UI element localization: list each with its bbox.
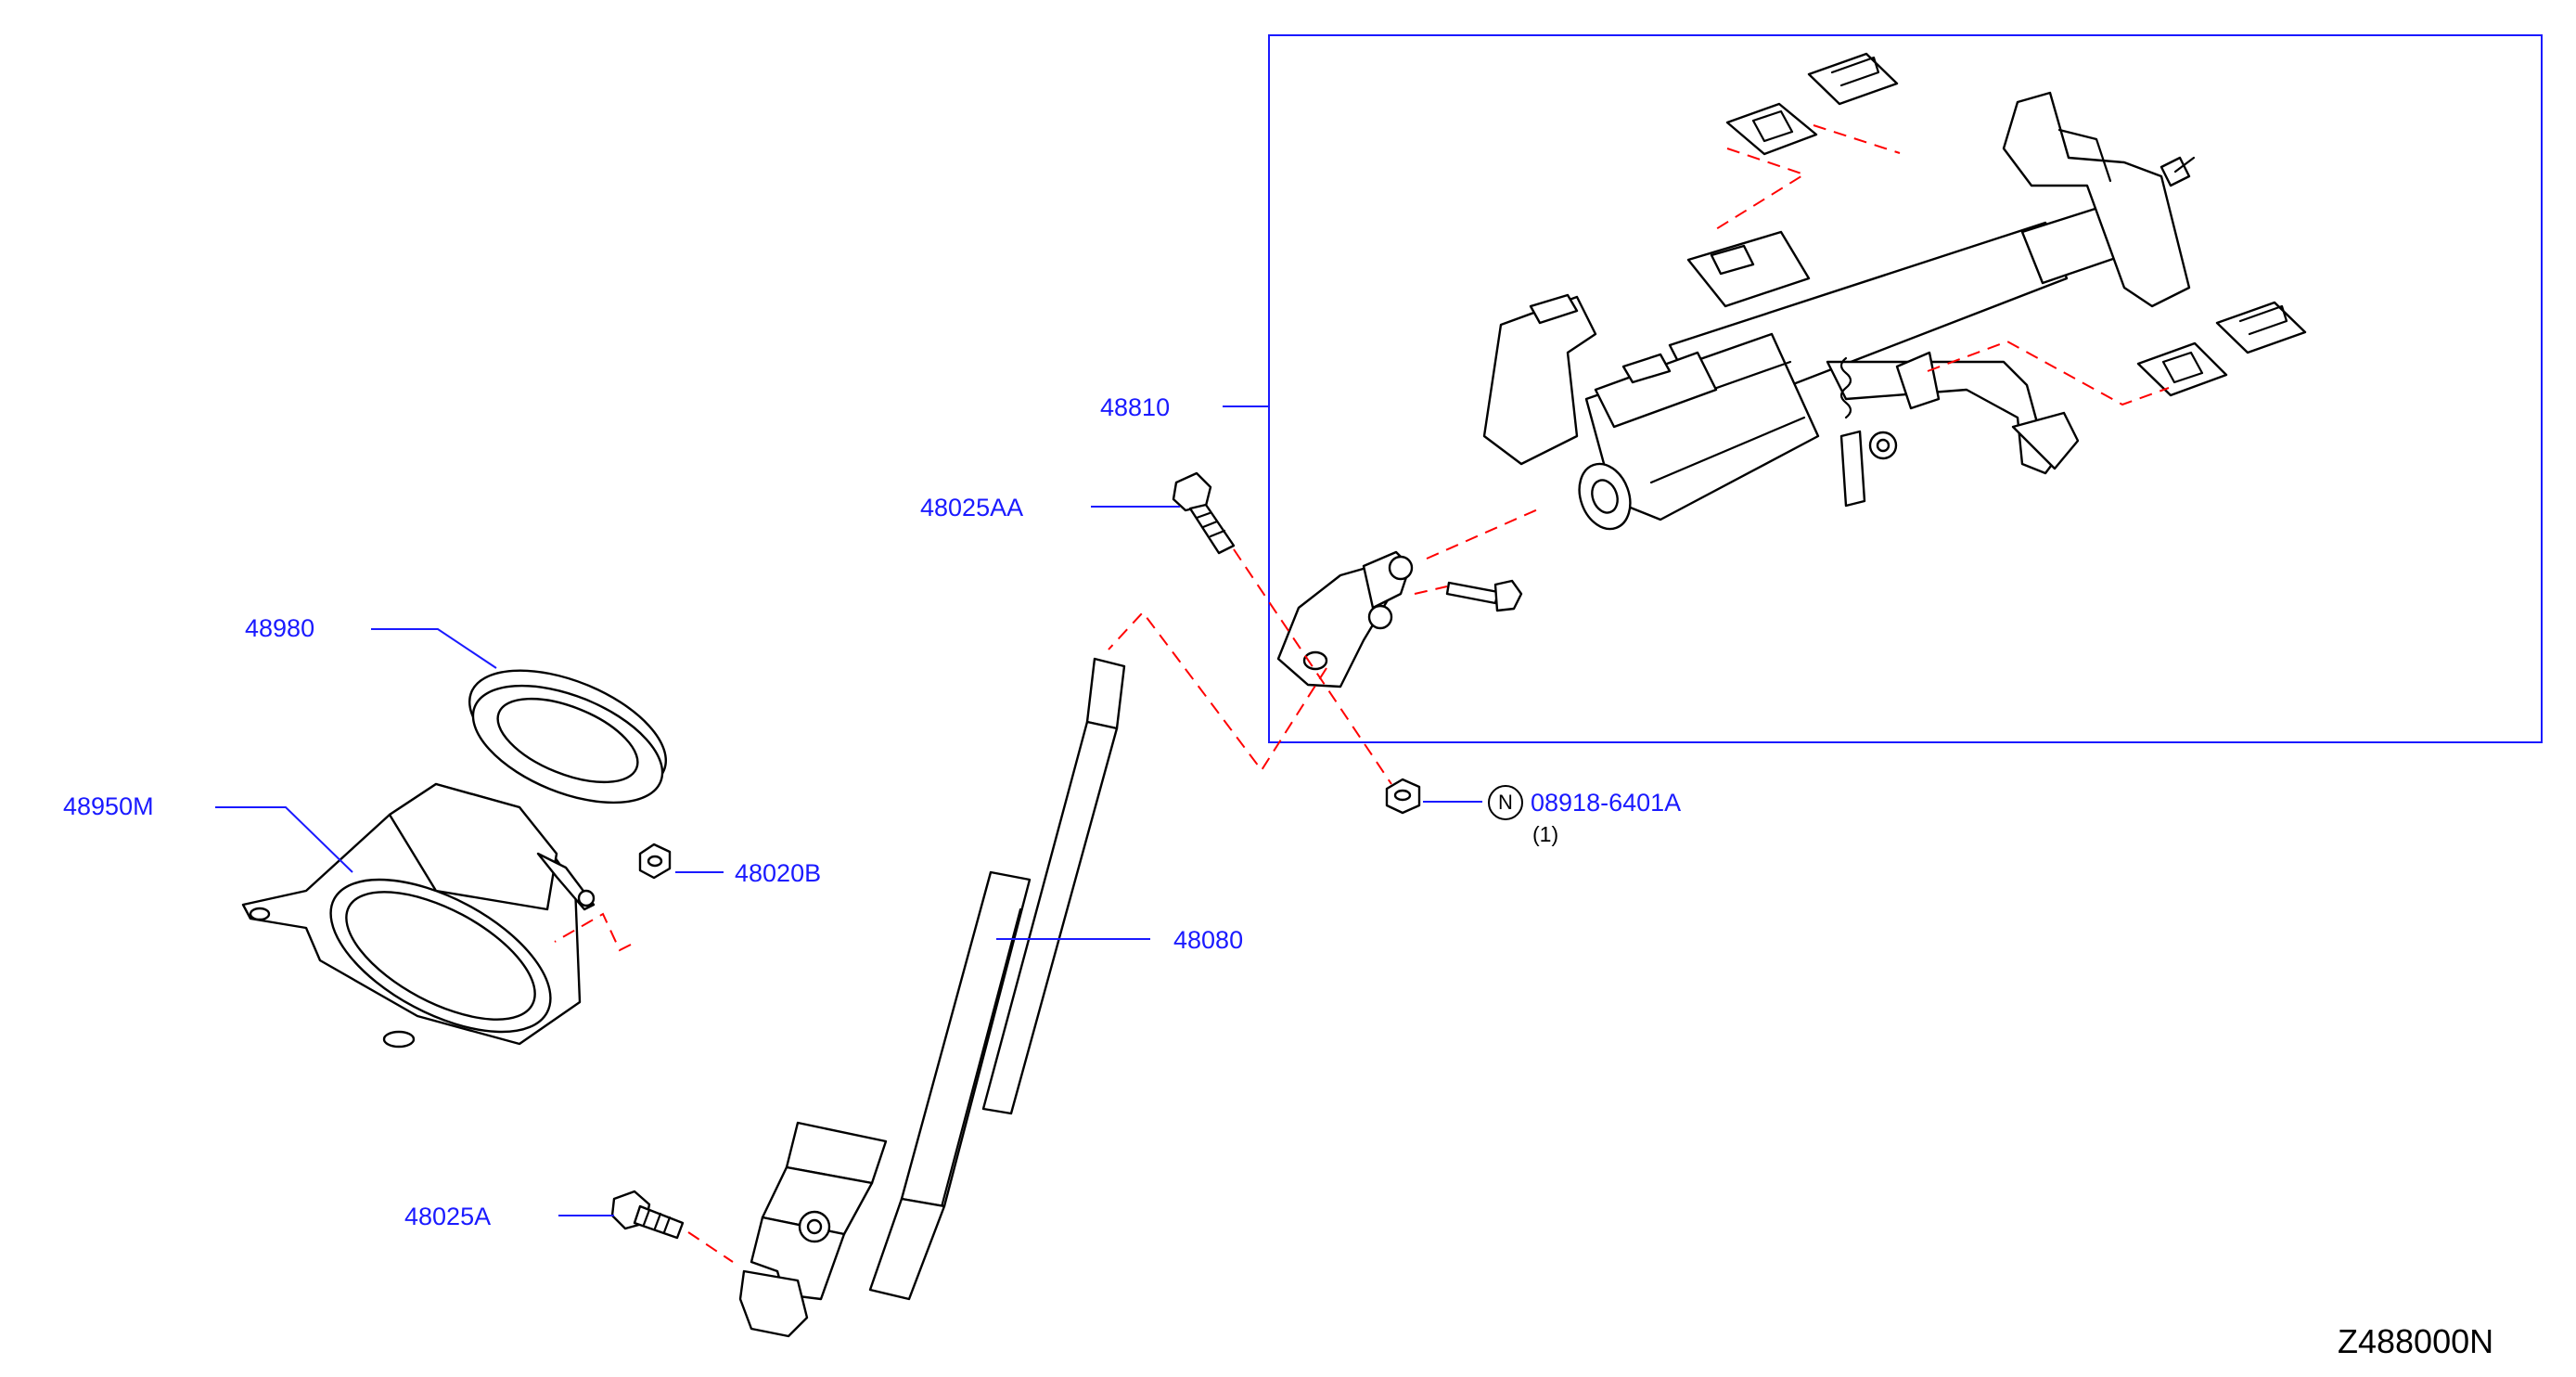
upper-universal-joint (1276, 550, 1414, 688)
callout-48025AA[interactable]: 48025AA (920, 494, 1024, 521)
callout-48080[interactable]: 48080 (1173, 926, 1244, 954)
callout-leaders (215, 405, 1482, 1216)
column-assembly-frame (1268, 34, 2543, 743)
boot-seal-ring (468, 669, 667, 804)
nut-48020B (638, 843, 672, 880)
callout-48950M[interactable]: 48950M (63, 792, 154, 820)
callout-48020B[interactable]: 48020B (735, 859, 822, 887)
quantity-label: (1) (1532, 822, 1559, 846)
upper-joint-bolt (1445, 579, 1523, 612)
assembly-dash-lines (554, 124, 2170, 1263)
bolt-48025AA (1172, 471, 1236, 555)
n-marker: N (1488, 785, 1523, 820)
callout-48025A[interactable]: 48025A (404, 1203, 492, 1230)
bolt-48025A (610, 1190, 685, 1240)
column-hole-cover (241, 782, 596, 1049)
steering-column-assembly (1482, 91, 2196, 531)
nut-08918-6401A (1385, 778, 1421, 815)
intermediate-shaft (738, 657, 1126, 1338)
diagram-reference-code: Z488000N (2338, 1322, 2494, 1360)
callout-08918-6401A[interactable]: 08918-6401A (1531, 789, 1682, 817)
callout-48980[interactable]: 48980 (245, 614, 315, 642)
callout-48810[interactable]: 48810 (1100, 393, 1171, 421)
column-clip-pads (1725, 52, 2307, 397)
